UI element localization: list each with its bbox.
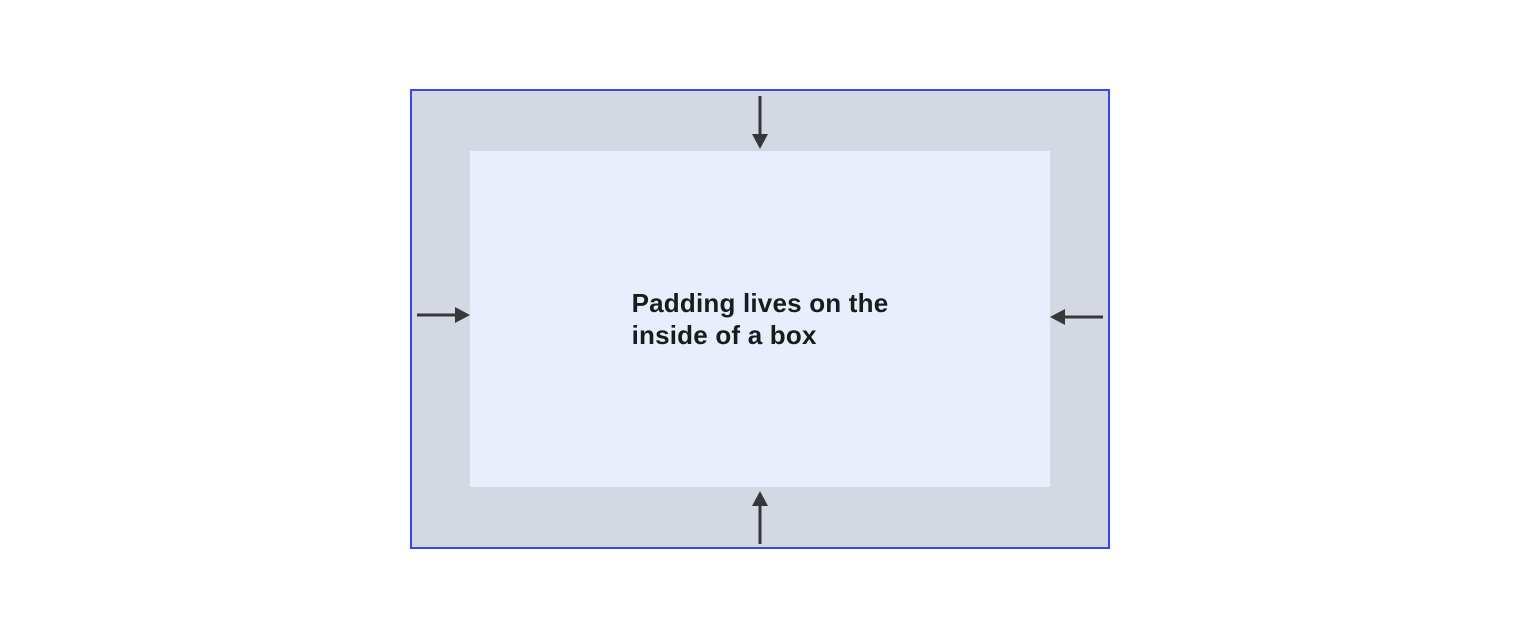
padding-label: Padding lives on the inside of a box [632,287,889,351]
padding-label-line-1: Padding lives on the [631,288,889,318]
arrow-head [752,134,768,149]
content-box: Padding lives on the inside of a box [470,151,1050,487]
arrow-head [455,307,470,323]
arrow-right-icon [417,307,470,323]
arrow-left-icon [1050,309,1103,325]
arrow-head [752,491,768,506]
arrow-up-icon [752,491,768,544]
padding-label-line-2: inside of a box [631,320,817,350]
element-box-with-padding: Padding lives on the inside of a box [410,89,1110,549]
arrow-head [1050,309,1065,325]
arrow-down-icon [752,96,768,149]
